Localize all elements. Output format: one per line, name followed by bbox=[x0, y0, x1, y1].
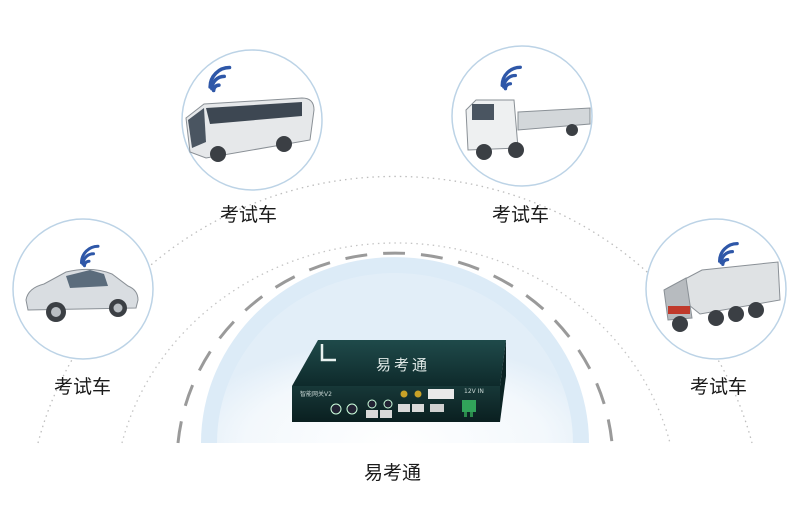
vehicle-node-bus bbox=[181, 49, 323, 191]
car-icon bbox=[25, 268, 139, 322]
outer-dotted-arc bbox=[37, 175, 753, 444]
device-model-text: 智能网关V2 bbox=[300, 390, 332, 398]
vehicle-node-dumptruck bbox=[645, 218, 787, 360]
vehicle-label-truck: 考试车 bbox=[492, 204, 550, 226]
vehicle-node-car bbox=[12, 218, 154, 360]
vehicle-node-truck bbox=[451, 45, 593, 187]
vehicle-label-dumptruck: 考试车 bbox=[690, 376, 748, 398]
dashed-arc bbox=[176, 251, 614, 444]
device-caption: 易考通 bbox=[364, 462, 422, 484]
vehicle-label-car: 考试车 bbox=[54, 376, 112, 398]
truck-icon bbox=[465, 99, 591, 160]
dump-truck-icon bbox=[663, 261, 781, 332]
bus-icon bbox=[185, 97, 315, 162]
device-power-text: 12V IN bbox=[464, 388, 484, 395]
device-box: 易考通 智能网关V2 12V IN bbox=[292, 340, 506, 422]
device-brand-text: 易考通 bbox=[376, 356, 430, 374]
vehicle-label-bus: 考试车 bbox=[220, 204, 278, 226]
